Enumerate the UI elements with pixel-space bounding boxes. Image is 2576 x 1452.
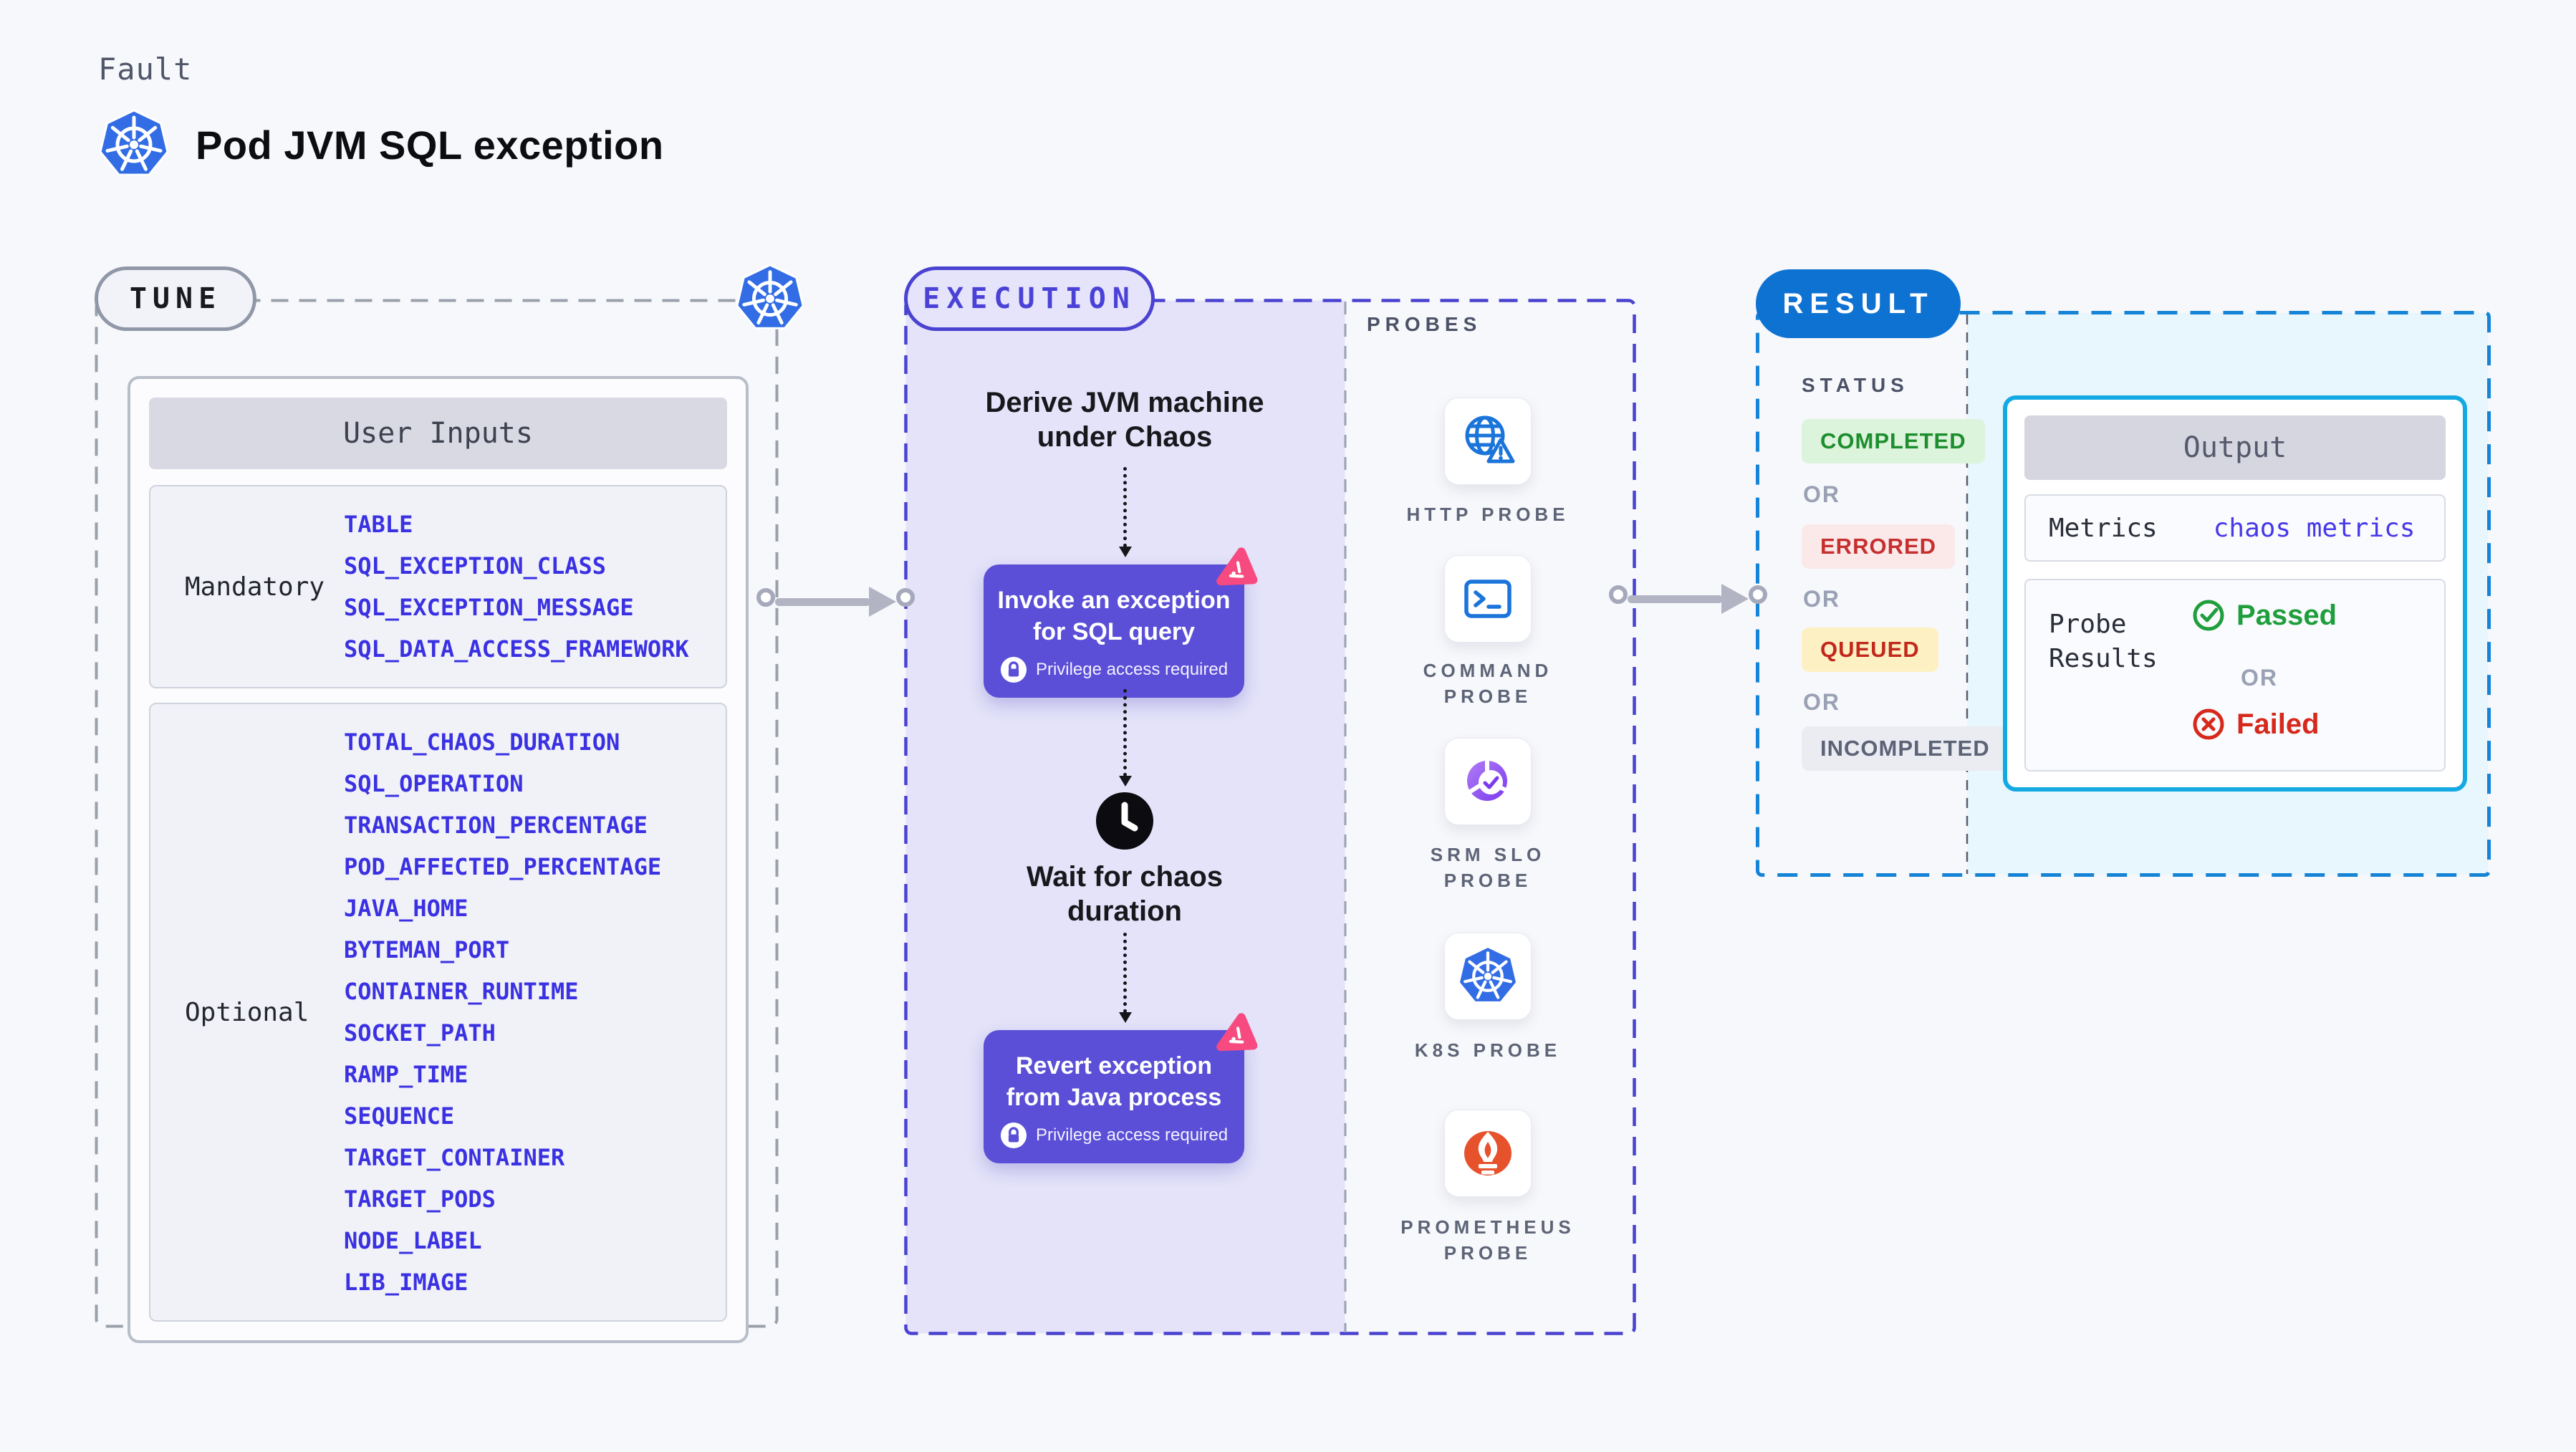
metrics-value: chaos metrics — [2213, 513, 2416, 543]
flow-down-arrow-icon — [1119, 467, 1132, 557]
or-label: OR — [1803, 689, 1840, 715]
env-var: SOCKET_PATH — [344, 1019, 496, 1047]
mandatory-row: Mandatory TABLE SQL_EXCEPTION_CLASS SQL_EX… — [149, 485, 727, 688]
k8s-probe-icon — [1457, 946, 1519, 1007]
prometheus-probe-icon — [1464, 1131, 1512, 1175]
or-label: OR — [1803, 481, 1840, 507]
flow-down-arrow-icon — [1119, 933, 1132, 1023]
env-var: BYTEMAN_PORT — [344, 936, 510, 963]
status-badge-incompleted: INCOMPLETED — [1802, 726, 2009, 771]
env-var: CONTAINER_RUNTIME — [344, 978, 579, 1005]
probe-card-command — [1444, 555, 1532, 643]
env-var: RAMP_TIME — [344, 1061, 468, 1088]
probe-label-k8s: K8S PROBE — [1414, 1039, 1562, 1061]
env-var: NODE_LABEL — [344, 1227, 482, 1254]
probe-card-http — [1444, 398, 1532, 485]
execution-pill: EXECUTION — [904, 266, 1155, 331]
arrow-probes-to-result — [1609, 584, 1767, 614]
privilege-badge: Privilege access required — [1035, 660, 1229, 679]
passed-label: Passed — [2236, 599, 2337, 631]
output-card: Output Metrics chaos metrics Probe Resul… — [2003, 395, 2467, 792]
env-var: TRANSACTION_PERCENTAGE — [344, 812, 648, 839]
env-var: SQL_OPERATION — [344, 770, 524, 797]
user-inputs-card: User Inputs Mandatory TABLE SQL_EXCEPTION… — [128, 376, 749, 1343]
output-header: Output — [2024, 415, 2446, 480]
status-badge-queued: QUEUED — [1802, 628, 1938, 672]
env-var: SQL_DATA_ACCESS_FRAMEWORK — [344, 635, 689, 663]
probe-label-command: COMMAND PROBE — [1423, 660, 1553, 707]
tune-section-border — [95, 299, 779, 1328]
privilege-badge: Privilege access required — [1035, 1125, 1229, 1145]
env-var: LIB_IMAGE — [344, 1269, 468, 1296]
env-var: TARGET_PODS — [344, 1186, 496, 1213]
probe-results-row: Probe Results Passed OR Failed — [2024, 579, 2446, 771]
arrow-tune-to-execution — [756, 587, 915, 617]
env-var: JAVA_HOME — [344, 895, 468, 922]
probe-card-prometheus — [1444, 1110, 1532, 1197]
flow-down-arrow-icon — [1119, 689, 1132, 787]
failed-x-icon — [2193, 708, 2224, 740]
or-label: OR — [1803, 586, 1840, 612]
optional-values: TOTAL_CHAOS_DURATION SQL_OPERATION TRANSAC… — [344, 721, 711, 1303]
optional-label: Optional — [185, 997, 309, 1027]
probe-label-srm-slo: SRM SLO PROBE — [1430, 844, 1546, 891]
env-var: TARGET_CONTAINER — [344, 1144, 565, 1171]
optional-row: Optional TOTAL_CHAOS_DURATION SQL_OPERATI… — [149, 703, 727, 1322]
command-probe-icon — [1464, 580, 1512, 618]
mandatory-values: TABLE SQL_EXCEPTION_CLASS SQL_EXCEPTION_ME… — [344, 504, 711, 670]
metrics-row: Metrics chaos metrics — [2024, 494, 2446, 562]
probe-card-srm-slo — [1444, 738, 1532, 825]
page-title: Pod JVM SQL exception — [196, 122, 664, 168]
lock-icon — [1000, 656, 1027, 683]
derive-step-text: Derive JVM machine under Chaos — [985, 387, 1264, 453]
failed-label: Failed — [2236, 708, 2320, 740]
env-var: SEQUENCE — [344, 1102, 455, 1130]
clock-icon — [1096, 792, 1153, 850]
probe-card-k8s — [1444, 933, 1532, 1020]
env-var: TABLE — [344, 511, 413, 538]
tune-pill: TUNE — [95, 266, 256, 331]
fault-eyebrow-label: Fault — [98, 52, 193, 87]
http-probe-icon — [1465, 415, 1515, 463]
env-var: SQL_EXCEPTION_CLASS — [344, 552, 607, 580]
invoke-step-title: Invoke an exception for SQL query — [997, 587, 1231, 645]
probe-label-prometheus: PROMETHEUS PROBE — [1400, 1216, 1575, 1264]
wait-step-text: Wait for chaos duration — [1026, 861, 1224, 927]
user-inputs-header: User Inputs — [149, 398, 727, 469]
env-var: POD_AFFECTED_PERCENTAGE — [344, 853, 662, 880]
metrics-label: Metrics — [2049, 513, 2158, 543]
probe-results-label: Probe Results — [2049, 610, 2158, 673]
passed-check-icon — [2193, 600, 2224, 631]
env-var: SQL_EXCEPTION_MESSAGE — [344, 594, 634, 621]
mandatory-label: Mandatory — [185, 572, 325, 602]
lock-icon — [1000, 1122, 1027, 1149]
revert-step-title: Revert exception from Java process — [1006, 1052, 1222, 1111]
probe-label-http: HTTP PROBE — [1406, 504, 1570, 525]
invoke-step-box: Invoke an exception for SQL query Privil… — [984, 564, 1244, 698]
status-label: STATUS — [1802, 374, 1909, 396]
env-var: TOTAL_CHAOS_DURATION — [344, 729, 620, 756]
revert-step-box: Revert exception from Java process Privi… — [984, 1030, 1244, 1163]
tune-kubernetes-icon — [735, 264, 805, 334]
status-badge-completed: COMPLETED — [1802, 419, 1985, 463]
kubernetes-logo-icon — [98, 109, 170, 181]
status-badge-errored: ERRORED — [1802, 524, 1956, 569]
result-pill: RESULT — [1756, 269, 1961, 338]
probes-label: PROBES — [1367, 313, 1482, 335]
or-label: OR — [2241, 665, 2278, 691]
srm-slo-probe-icon — [1467, 757, 1508, 801]
